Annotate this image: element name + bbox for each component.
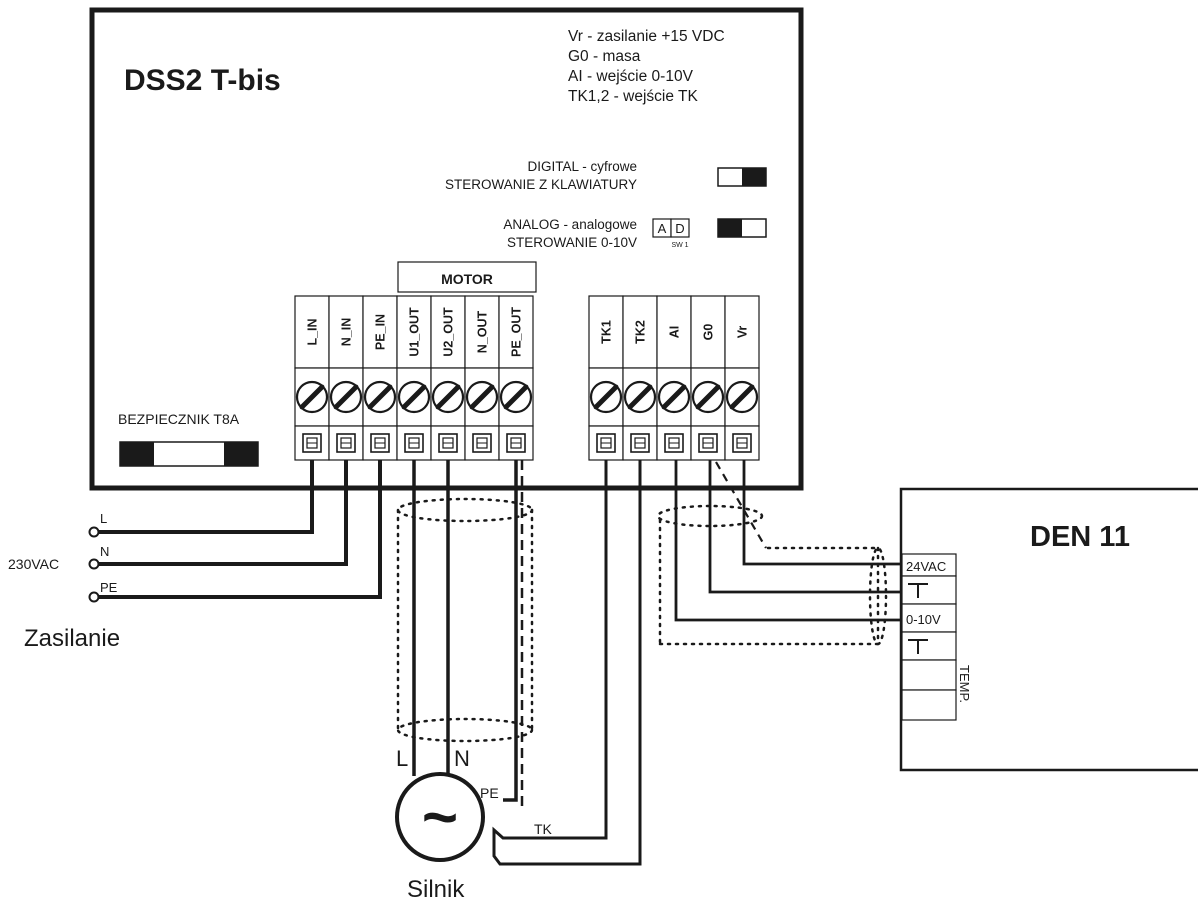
terminal-pe-in: PE_IN (362, 295, 398, 461)
switch-a-label: A (658, 221, 667, 236)
supply-caption: Zasilanie (24, 625, 120, 652)
motor-symbol (395, 772, 485, 862)
tk-wiring (492, 460, 642, 866)
den11-title: DEN 11 (1030, 521, 1130, 553)
legend-line: TK1,2 - wejście TK (568, 88, 698, 105)
analog-mode-desc: STEROWANIE 0-10V (507, 235, 637, 250)
terminal-label: AI (668, 326, 682, 339)
tk-label: TK (534, 821, 553, 837)
den11-enclosure (899, 487, 1198, 772)
terminal-label: N_OUT (476, 310, 490, 353)
supply-pe-label: PE (100, 580, 118, 595)
motor-tilde: ~ (422, 783, 458, 852)
den11-terminal-strip (901, 553, 957, 721)
motor-pe-label: PE (480, 785, 499, 801)
control-cable-shield (656, 504, 888, 646)
terminal-label: TK1 (600, 320, 614, 344)
terminal-tk1: TK1 (588, 295, 624, 461)
terminal-u2-out: U2_OUT (430, 295, 466, 461)
motor-wiring (412, 460, 524, 808)
terminal-g0: G0 (690, 295, 726, 461)
terminal-vr: Vr (724, 295, 760, 461)
supply-terminals (88, 526, 100, 603)
motor-group-label: MOTOR (441, 271, 493, 287)
motor-cable-shield (396, 497, 534, 743)
switch-name: SW 1 (671, 242, 688, 249)
terminal-n-in: N_IN (328, 295, 364, 461)
supply-n-label: N (100, 544, 109, 559)
terminal-pe-out: PE_OUT (498, 295, 534, 461)
ground-symbol (908, 583, 928, 654)
supply-voltage-label: 230VAC (8, 556, 59, 572)
terminal-label: N_IN (340, 318, 354, 346)
terminal-l-in: L_IN (294, 295, 330, 461)
device-title: DSS2 T-bis (124, 64, 281, 97)
digital-mode-label: DIGITAL - cyfrowe (527, 159, 637, 174)
terminal-label: PE_OUT (510, 307, 524, 357)
switch-ad-box: A D SW 1 (652, 218, 690, 249)
terminal-label: PE_IN (374, 314, 388, 350)
terminal-label: U2_OUT (442, 307, 456, 357)
control-wiring (674, 460, 902, 622)
terminal-ai: AI (656, 295, 692, 461)
terminal-tk2: TK2 (622, 295, 658, 461)
fuse-label: BEZPIECZNIK T8A (118, 411, 240, 427)
terminal-label: G0 (702, 324, 716, 341)
terminal-label: U1_OUT (408, 307, 422, 357)
terminal-label: Vr (736, 326, 750, 339)
supply-l-label: L (100, 511, 107, 526)
supply-wiring (98, 460, 382, 599)
terminal-u1-out: U1_OUT (396, 295, 432, 461)
motor-l-label: L (396, 746, 408, 771)
den11-24vac-label: 24VAC (906, 559, 946, 574)
terminal-n-out: N_OUT (464, 295, 500, 461)
motor-group-box (397, 261, 537, 293)
switch-digital-position (717, 167, 767, 187)
terminal-label: L_IN (306, 318, 320, 345)
den11-010v-label: 0-10V (906, 612, 941, 627)
legend-line: AI - wejście 0-10V (568, 68, 694, 85)
analog-mode-label: ANALOG - analogowe (503, 217, 637, 232)
switch-analog-position (717, 218, 767, 238)
pin-legend: Vr - zasilanie +15 VDC G0 - masa AI - we… (568, 28, 725, 105)
terminal-block-power: L_IN N_IN PE_IN U1_OUT U2_OUT N_OUT PE_OUT (294, 295, 534, 461)
den11-temp-label: TEMP. (957, 665, 972, 703)
switch-d-label: D (675, 221, 684, 236)
legend-line: Vr - zasilanie +15 VDC (568, 28, 725, 45)
fuse-symbol (119, 441, 259, 467)
legend-line: G0 - masa (568, 48, 641, 65)
motor-n-label: N (454, 746, 470, 771)
terminal-block-control: TK1 TK2 AI G0 Vr (588, 295, 760, 461)
motor-caption: Silnik (407, 876, 465, 903)
terminal-label: TK2 (634, 320, 648, 344)
digital-mode-desc: STEROWANIE Z KLAWIATURY (445, 177, 637, 192)
